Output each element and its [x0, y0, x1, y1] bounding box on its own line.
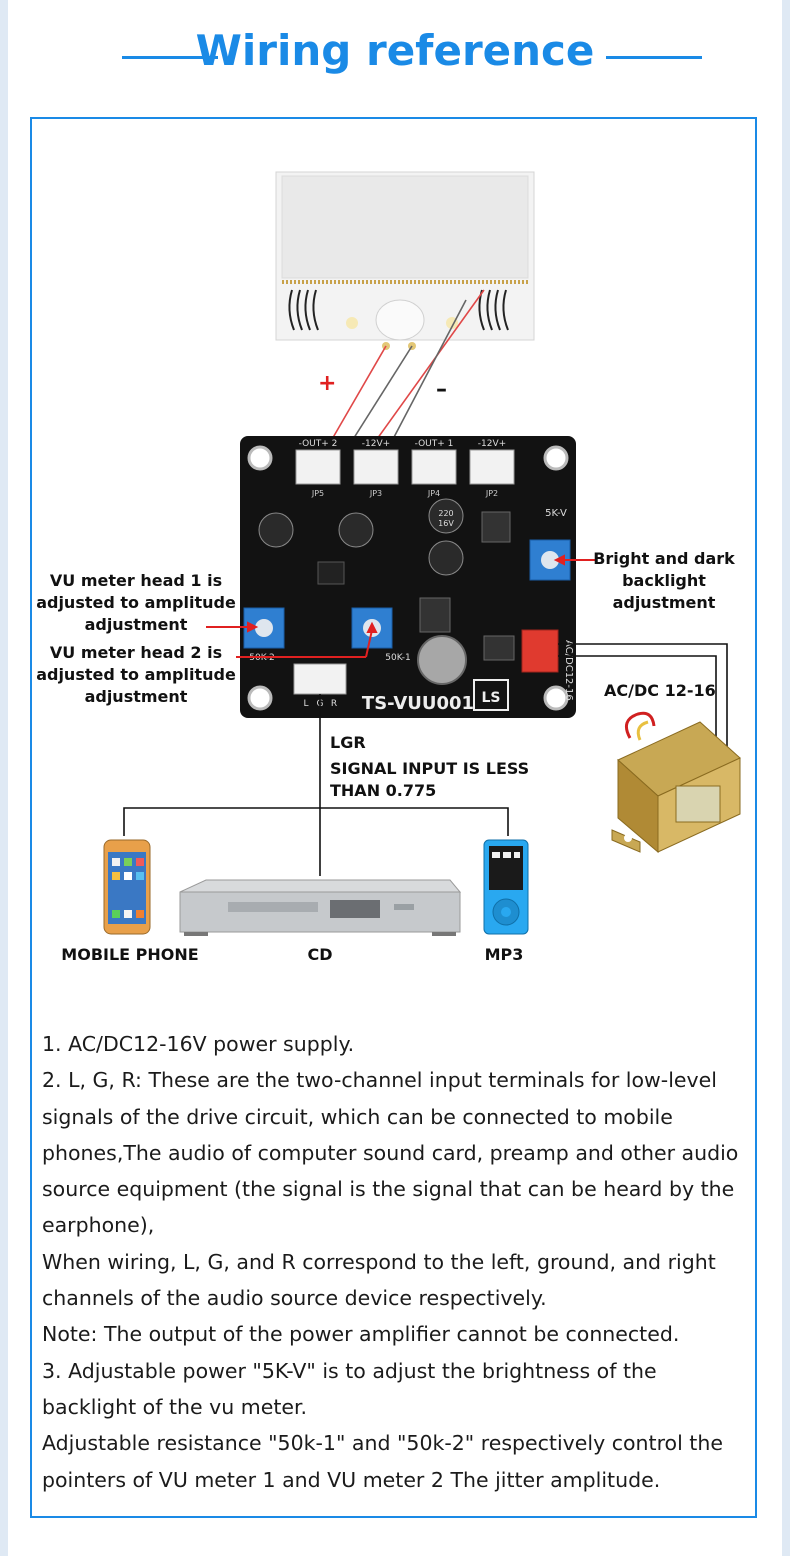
vu1-adjust-label: VU meter head 1 is adjusted to amplitude…: [36, 571, 236, 634]
driver-board: -OUT+ 2 -12V+ -OUT+ 1 -12V+ JP5 JP3 JP4 …: [240, 436, 576, 718]
pot-5k-silk: 5K-V: [545, 508, 567, 519]
plus-label: +: [318, 371, 336, 396]
board-logo: LS: [481, 690, 500, 706]
pot-50k1-silk: 50K-1: [385, 653, 410, 663]
vu2-adjust-label: VU meter head 2 is adjusted to amplitude…: [36, 643, 236, 706]
power-wires: [558, 643, 728, 770]
conn-ref-4: JP2: [485, 489, 498, 498]
signal-wires: [123, 694, 509, 876]
input-silk-l: L: [303, 699, 308, 709]
note-paragraph: Adjustable resistance "50k-1" and "50k-2…: [42, 1431, 723, 1492]
lgr-label: LGR: [330, 733, 366, 752]
vu-meter: [275, 171, 535, 350]
conn-ref-1: JP5: [311, 489, 324, 498]
page-title: Wiring reference: [195, 26, 595, 75]
mobile-phone-label: MOBILE PHONE: [61, 945, 199, 964]
board-name-silk: TS-VUU001: [362, 693, 474, 714]
transformer: [611, 711, 741, 854]
conn-ref-3: JP4: [427, 489, 440, 498]
cap-voltage: 16V: [438, 519, 454, 528]
header-rule-right: [606, 56, 702, 59]
conn-label-2: -12V+: [362, 439, 390, 449]
mobile-phone-device: [103, 839, 151, 935]
note-paragraph: When wiring, L, G, and R correspond to t…: [42, 1249, 716, 1311]
input-silk-r: R: [331, 699, 337, 709]
conn-label-3: -OUT+ 1: [415, 439, 454, 449]
section-header: Wiring reference: [0, 18, 790, 88]
power-silk: AC/DC12-16: [563, 640, 574, 701]
cap-value: 220: [438, 509, 453, 518]
conn-label-4: -12V+: [478, 439, 506, 449]
note-paragraph: 2. L, G, R: These are the two-channel in…: [42, 1068, 739, 1238]
conn-label-1: -OUT+ 2: [299, 439, 338, 449]
header-rule-left: [122, 56, 218, 59]
signal-input-label: SIGNAL INPUT IS LESS THAN 0.775: [330, 759, 530, 800]
conn-ref-2: JP3: [369, 489, 382, 498]
note-paragraph: 3. Adjustable power "5K-V" is to adjust …: [42, 1358, 657, 1419]
mp3-label: MP3: [484, 945, 524, 964]
acdc-label: AC/DC 12-16: [604, 681, 716, 700]
backlight-adjust-label: Bright and dark backlight adjustment: [593, 549, 735, 612]
cd-player-device: [179, 879, 462, 936]
mp3-player-device: [483, 839, 529, 935]
wiring-diagram: + – -OUT+ 2 -12V+ -OUT+ 1 -12V+ JP5 JP3 …: [103, 171, 741, 936]
note-paragraph: 1. AC/DC12-16V power supply.: [42, 1032, 355, 1056]
note-paragraph: Note: The output of the power amplifier …: [42, 1322, 680, 1347]
left-margin-bar: [0, 0, 8, 1556]
pointer-arrows: [206, 554, 596, 658]
wiring-notes: 1. AC/DC12-16V power supply. 2. L, G, R:…: [42, 1026, 742, 1498]
cd-label: CD: [307, 945, 333, 964]
minus-label: –: [436, 377, 447, 402]
right-margin-bar: [782, 0, 790, 1556]
